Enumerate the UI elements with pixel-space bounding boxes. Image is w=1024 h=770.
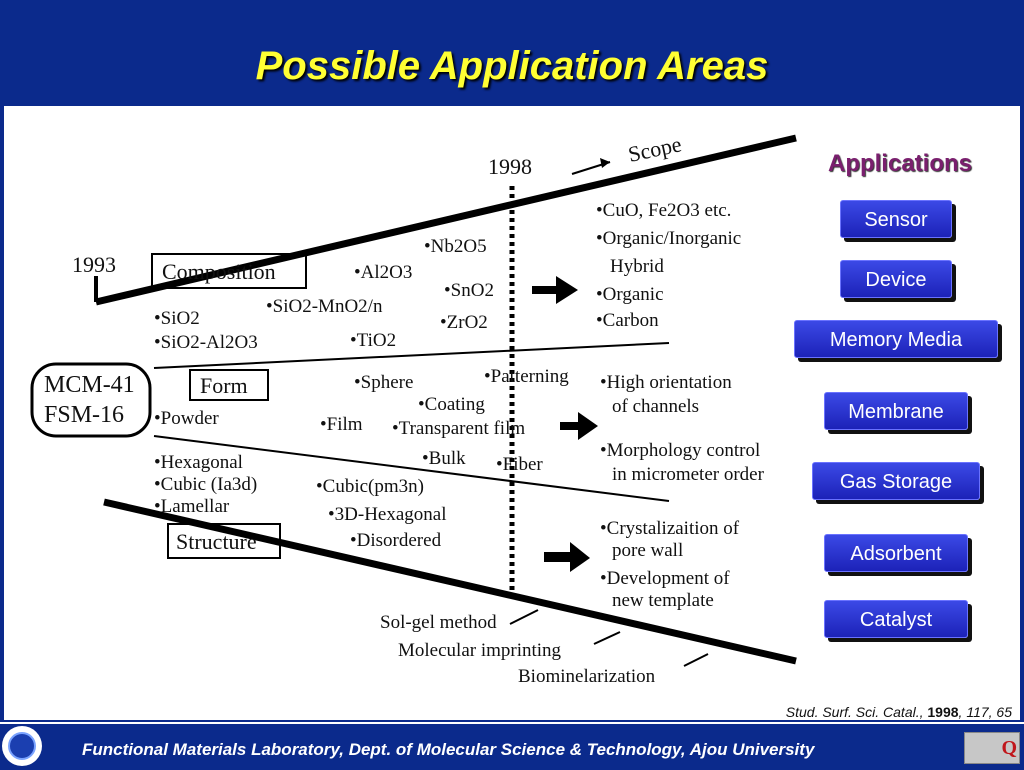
form-item: •Bulk <box>422 448 466 469</box>
composition-item: •Al2O3 <box>354 262 412 283</box>
form-item: •Transparent film <box>392 418 525 439</box>
bottom-scope-line <box>103 498 797 665</box>
slide-content: 1993 1998 Scope Composition •SiO2 •SiO2-… <box>4 106 1020 720</box>
structure-item: •Lamellar <box>154 496 230 517</box>
composition-result: •CuO, Fe2O3 etc. <box>596 200 731 221</box>
form-result: •High orientation <box>600 372 732 393</box>
composition-item: •ZrO2 <box>440 312 488 333</box>
form-item: •Sphere <box>354 372 413 393</box>
slide-title: Possible Application Areas <box>255 44 769 88</box>
structure-result: new template <box>612 590 714 611</box>
composition-result: •Organic <box>596 284 664 305</box>
method-label: Sol-gel method <box>380 612 497 633</box>
composition-arrow <box>532 276 578 304</box>
composition-item: •SiO2 <box>154 308 200 329</box>
structure-item: •3D-Hexagonal <box>328 504 447 525</box>
structure-item: •Disordered <box>350 530 442 551</box>
applications-title: Applications <box>827 150 972 177</box>
material-box <box>30 362 152 438</box>
method-arrow <box>683 653 709 667</box>
form-box-label: Form <box>200 373 248 398</box>
form-item: •Fiber <box>496 454 543 475</box>
structure-item: •Cubic(pm3n) <box>316 476 424 497</box>
composition-box-label: Composition <box>162 259 276 284</box>
application-sensor-button[interactable]: Sensor <box>840 200 952 238</box>
footer-text: Functional Materials Laboratory, Dept. o… <box>82 740 815 759</box>
citation-journal: Stud. Surf. Sci. Catal., <box>785 704 924 720</box>
structure-result: •Development of <box>600 568 730 589</box>
divider-line-1 <box>153 342 670 369</box>
composition-item: •SiO2-MnO2/n <box>266 296 383 317</box>
form-arrow <box>560 412 598 440</box>
method-arrow <box>509 609 539 625</box>
composition-result: •Organic/Inorganic <box>596 228 741 249</box>
footer-bar: Functional Materials Laboratory, Dept. o… <box>0 722 1024 770</box>
form-item: •Coating <box>418 394 485 415</box>
application-membrane-button[interactable]: Membrane <box>824 392 968 430</box>
scope-arrow-head <box>600 158 610 168</box>
application-gas-storage-button[interactable]: Gas Storage <box>812 462 980 500</box>
composition-item: •Nb2O5 <box>424 236 487 257</box>
year-1993-label: 1993 <box>72 252 116 277</box>
method-arrow <box>593 631 621 645</box>
scope-diagram: 1993 1998 Scope Composition •SiO2 •SiO2-… <box>30 131 797 687</box>
citation-year: 1998 <box>927 704 959 720</box>
method-label: Molecular imprinting <box>398 640 562 661</box>
year-1998-label: 1998 <box>488 154 532 179</box>
structure-item: •Hexagonal <box>154 452 243 473</box>
form-item: •Powder <box>154 408 219 429</box>
composition-box <box>151 253 307 289</box>
application-device-button[interactable]: Device <box>840 260 952 298</box>
composition-item: •TiO2 <box>350 330 396 351</box>
form-result: of channels <box>612 396 699 417</box>
structure-item: •Cubic (Ia3d) <box>154 474 257 495</box>
form-box <box>189 369 269 401</box>
divider-line-2 <box>153 435 670 502</box>
citation-volume-pages: , 117, 65 <box>958 704 1012 720</box>
structure-result: pore wall <box>612 540 683 561</box>
form-result: •Morphology control <box>600 440 760 461</box>
citation: Stud. Surf. Sci. Catal., 1998, 117, 65 <box>786 704 1012 720</box>
structure-box-label: Structure <box>176 529 257 554</box>
lab-logo: Q <box>964 732 1020 764</box>
application-memory-media-button[interactable]: Memory Media <box>794 320 998 358</box>
material-label: MCM-41 <box>44 372 135 398</box>
structure-arrow <box>544 542 590 572</box>
composition-item: •SnO2 <box>444 280 494 301</box>
application-catalyst-button[interactable]: Catalyst <box>824 600 968 638</box>
composition-result: •Carbon <box>596 310 659 331</box>
form-item: •Film <box>320 414 363 435</box>
composition-result: Hybrid <box>610 256 664 277</box>
form-result: in micrometer order <box>612 464 765 485</box>
top-scope-line <box>95 134 797 306</box>
application-adsorbent-button[interactable]: Adsorbent <box>824 534 968 572</box>
scope-label: Scope <box>626 131 684 167</box>
structure-result: •Crystalizaition of <box>600 518 740 539</box>
lab-logo-mark: Q <box>1001 737 1017 759</box>
composition-item: •SiO2-Al2O3 <box>154 332 258 353</box>
university-logo <box>2 726 42 766</box>
structure-box <box>167 523 281 559</box>
material-label: FSM-16 <box>44 402 124 428</box>
form-item: •Patterning <box>484 366 569 387</box>
title-bar: Possible Application Areas <box>0 0 1024 106</box>
method-label: Biominelarization <box>518 666 656 687</box>
